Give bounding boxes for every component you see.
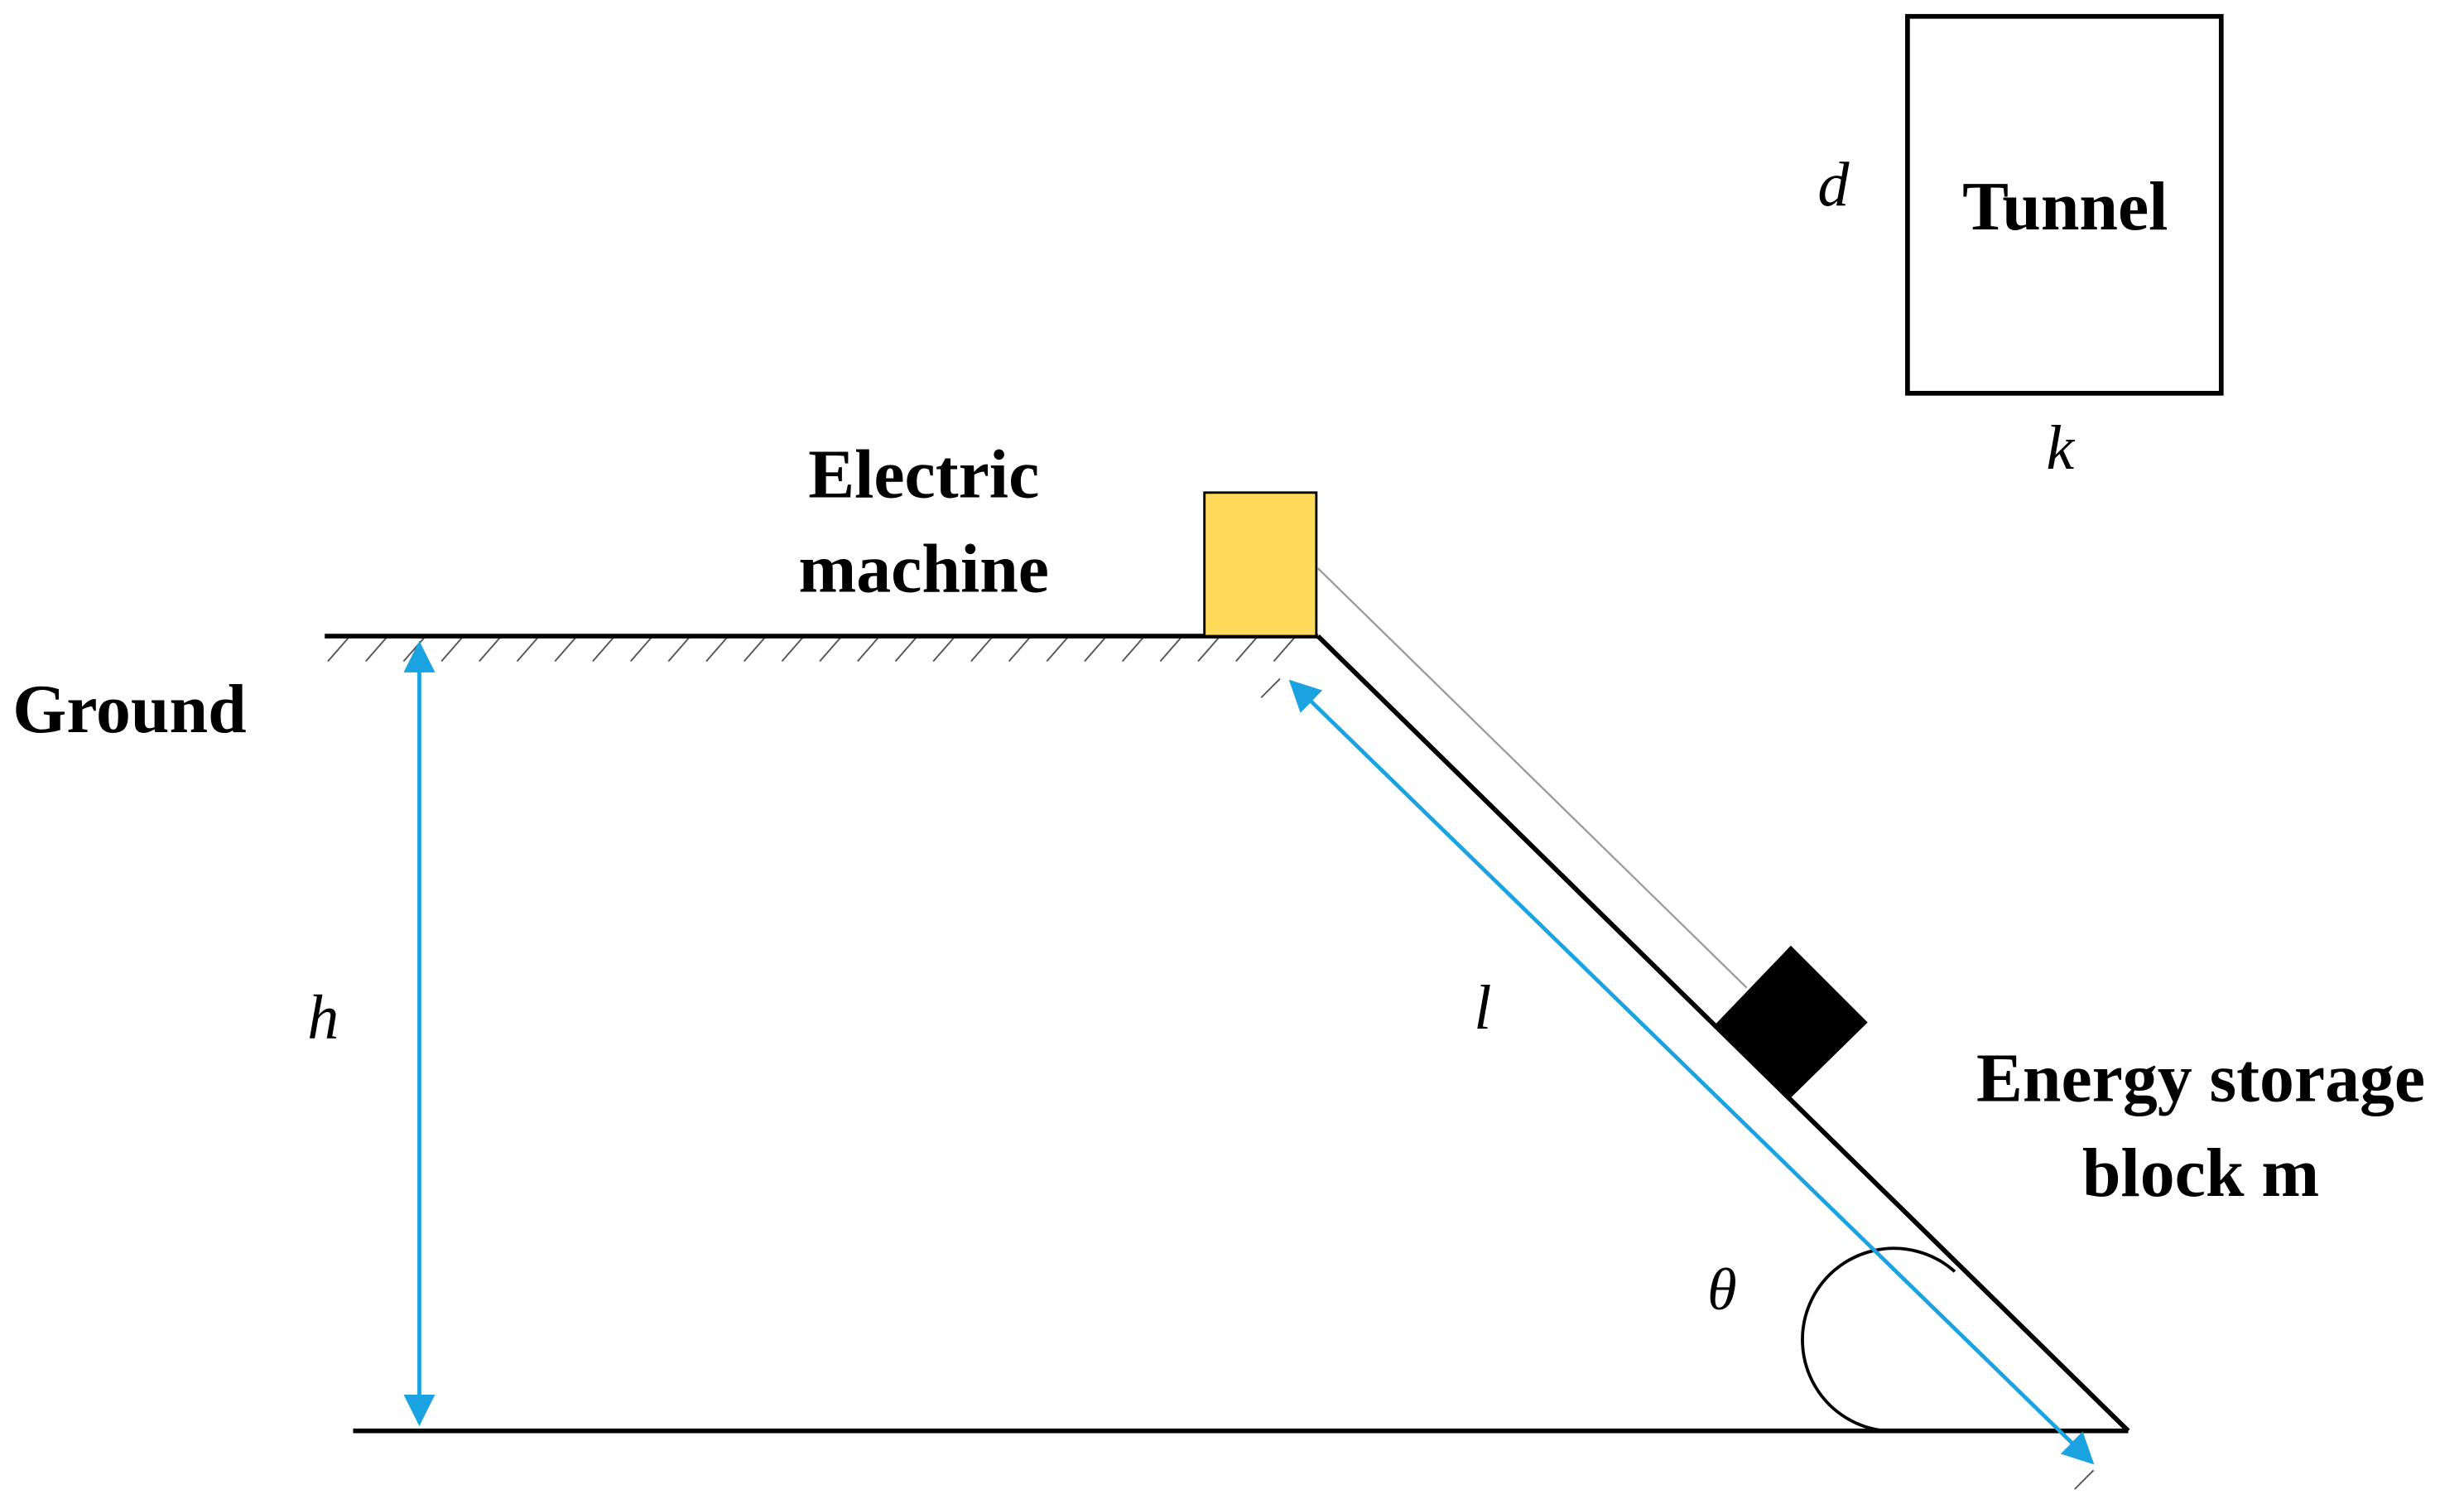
tunnel-cross-section [1905, 13, 2224, 396]
theta-arc [1801, 1246, 1956, 1433]
ground-hatching [327, 635, 1297, 663]
electric-machine-label-line1: Electric [808, 436, 1039, 513]
energy-storage-block [1714, 945, 1868, 1098]
symbol-k: k [2046, 413, 2075, 483]
incline-top-tick [1260, 677, 1281, 698]
incline-bottom-tick [2074, 1469, 2095, 1490]
symbol-theta: θ [1707, 1256, 1737, 1323]
energy-block-label-line1: Energy storage [1976, 1040, 2425, 1117]
symbol-l: l [1474, 973, 1491, 1043]
cable [1316, 567, 1748, 989]
symbol-d: d [1817, 150, 1850, 219]
tunnel-label: Tunnel [1962, 168, 2168, 245]
energy-block-label-line2: block m [2082, 1135, 2319, 1212]
electric-machine-label-line2: machine [799, 531, 1049, 608]
ground-label: Ground [12, 671, 246, 748]
electric-machine-box [1203, 491, 1318, 638]
length-dimension-arrow [1288, 679, 2095, 1465]
symbol-h: h [307, 983, 339, 1053]
